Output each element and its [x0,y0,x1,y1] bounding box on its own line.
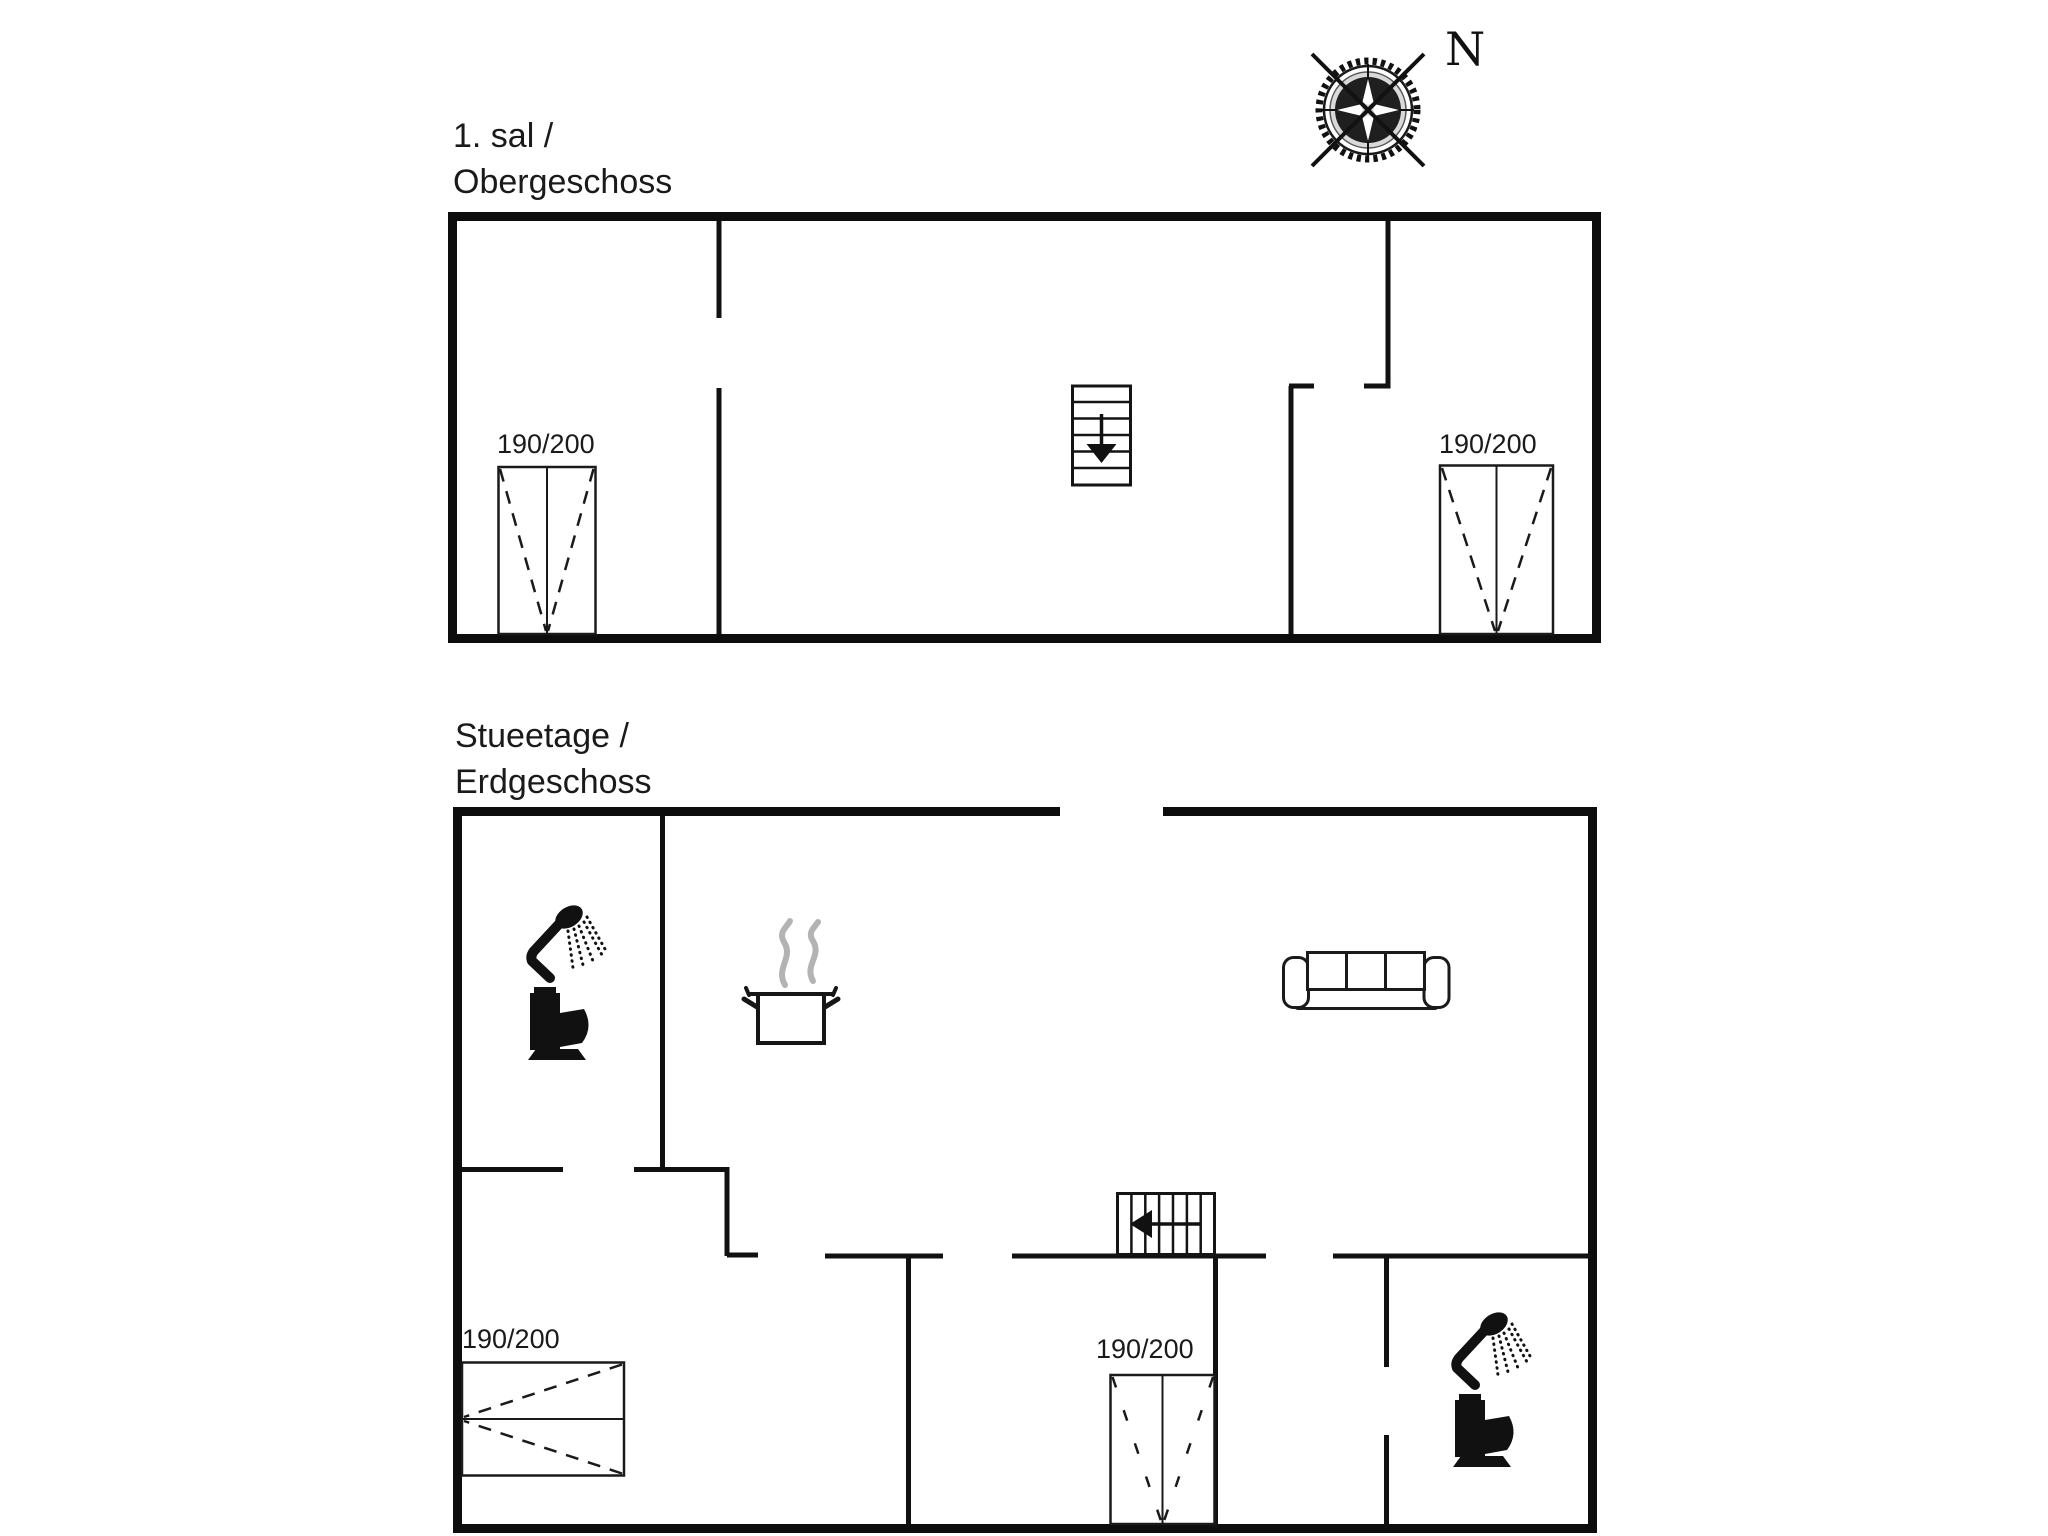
compass-rose: N [1310,22,1485,168]
double-bed [1109,1373,1216,1526]
bed-size-label: 190/200 [1096,1334,1194,1364]
upper-floor-title-line2: Obergeschoss [453,163,673,201]
upper-floor-title-line1: 1. sal / [453,117,554,155]
left-arrow [1130,1210,1152,1238]
staircase-down-icon [1071,384,1132,487]
ground-floor-title-line1: Stueetage / [455,717,629,755]
staircase-up-icon [1116,1192,1216,1256]
down-arrow [1086,444,1117,463]
cooking-pot-icon [741,918,841,1045]
upper-floor-plan [448,212,1601,643]
double-bed [460,1361,626,1477]
upper-floor-title: 1. sal / Obergeschoss [453,113,672,205]
double-bed [1438,464,1555,636]
bed-size-label: 190/200 [1439,429,1537,459]
compass-gear-ring [1315,57,1421,163]
north-label: N [1445,22,1485,76]
ground-outer-walls [453,807,1597,1533]
bed-size-label: 190/200 [497,429,595,459]
ground-floor-plan [453,807,1597,1533]
upper-outer-walls [448,212,1601,643]
ground-interior-walls [462,816,1592,1528]
steam-icon [779,918,793,988]
bed-size-label: 190/200 [462,1324,560,1354]
ground-floor-title: Stueetage / Erdgeschoss [455,713,652,805]
upper-interior-walls [716,221,1391,634]
sofa-icon [1282,951,1451,1010]
double-bed [497,465,597,636]
ground-floor-title-line2: Erdgeschoss [455,763,652,801]
steam-icon [807,919,821,984]
